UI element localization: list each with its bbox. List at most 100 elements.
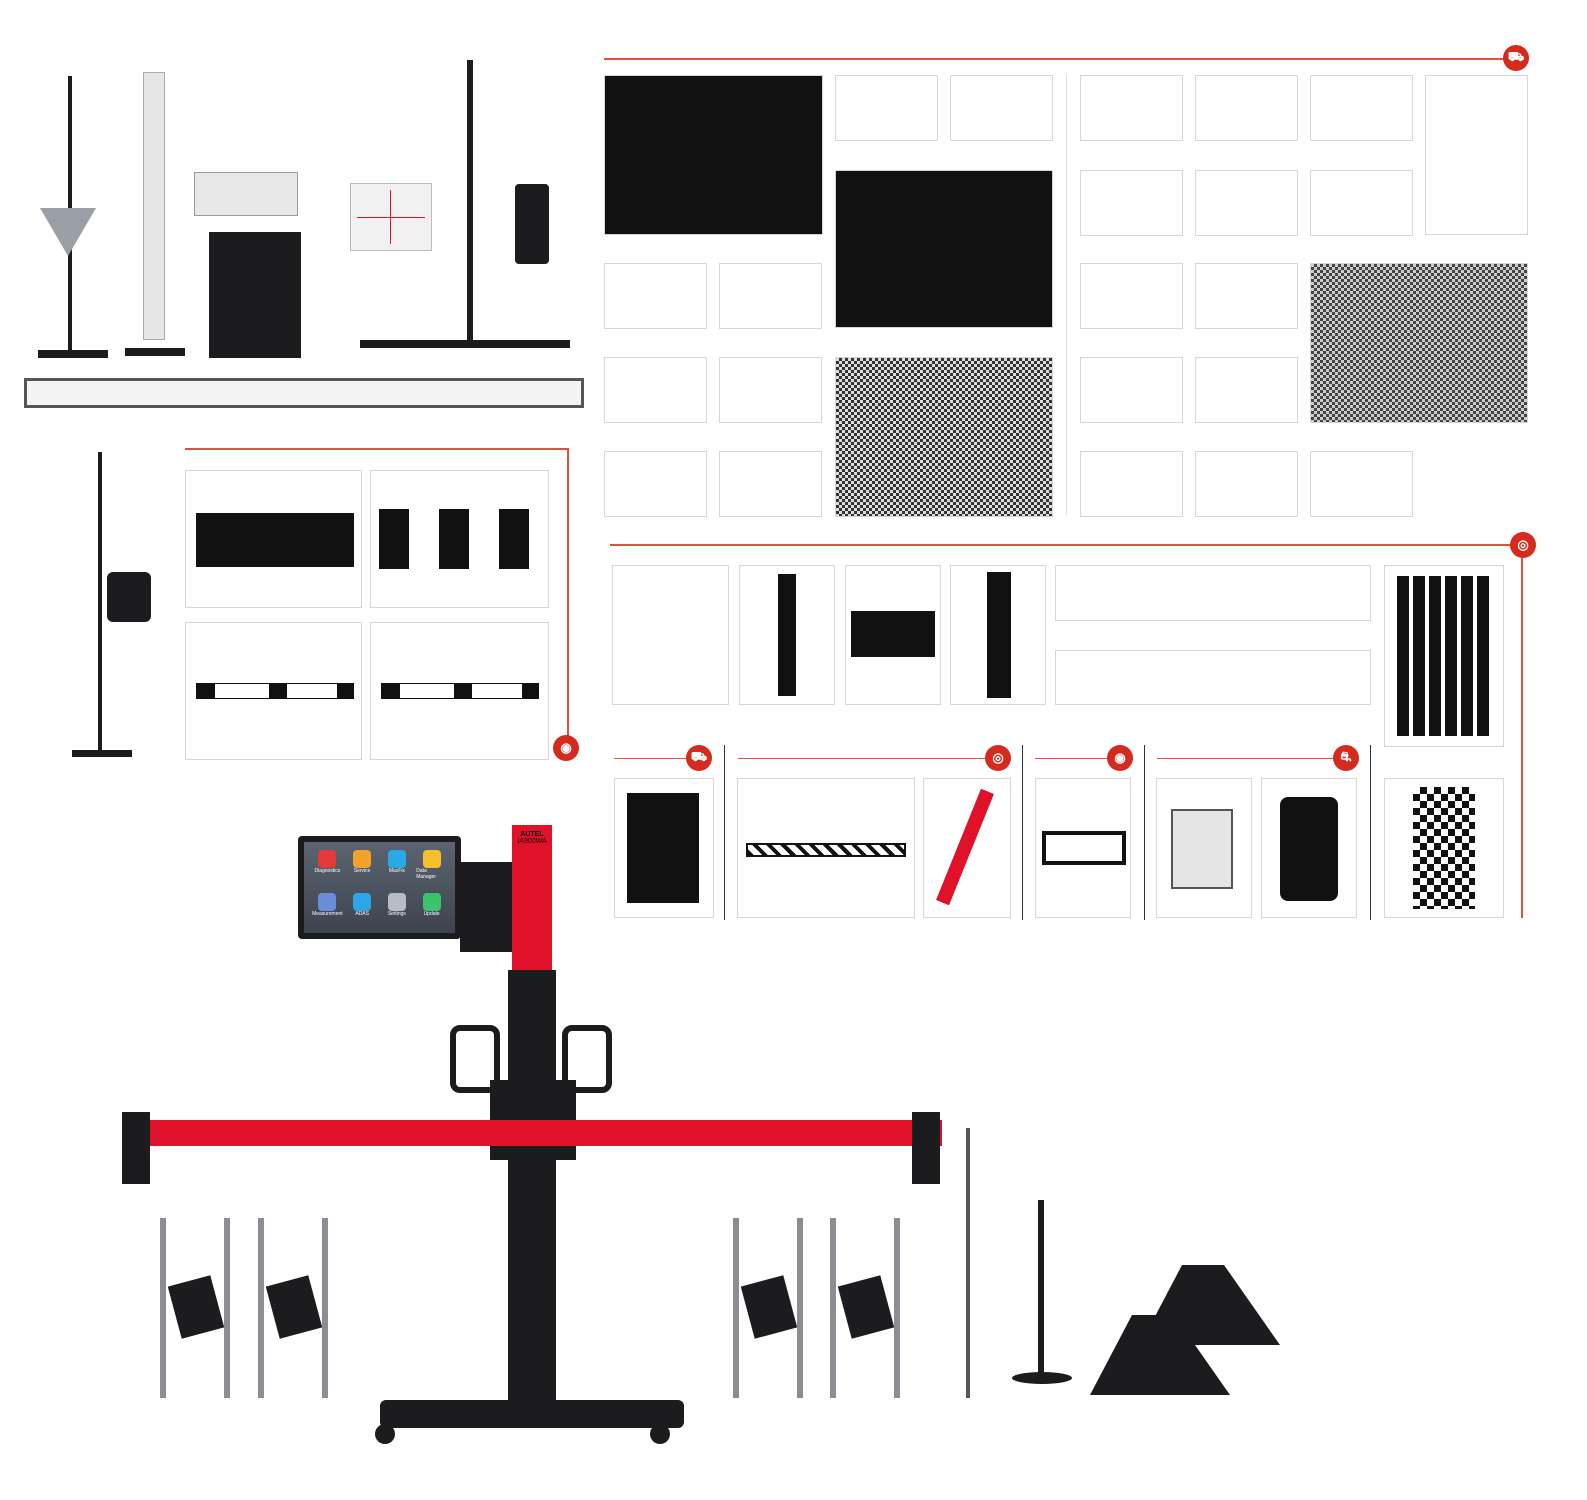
target-card[interactable] xyxy=(370,622,549,760)
target-card-bars[interactable] xyxy=(1055,565,1371,621)
target-card[interactable] xyxy=(845,565,941,705)
target-card[interactable] xyxy=(1261,778,1357,918)
divider xyxy=(1022,745,1023,920)
target-card[interactable] xyxy=(185,622,362,760)
divider xyxy=(1370,745,1371,920)
target-card[interactable] xyxy=(370,470,549,608)
target-card[interactable] xyxy=(1310,170,1413,236)
caster-wheel xyxy=(650,1424,670,1444)
target-card[interactable] xyxy=(719,263,822,329)
target-card[interactable] xyxy=(604,357,707,423)
target-card[interactable] xyxy=(923,778,1011,918)
target-card[interactable] xyxy=(1080,263,1183,329)
main-column xyxy=(508,970,556,1410)
target-card[interactable] xyxy=(1195,263,1298,329)
app-icon xyxy=(353,850,372,868)
stand-base xyxy=(38,350,108,358)
tablet-app-measurement[interactable]: Measurement xyxy=(312,892,343,926)
target-card[interactable] xyxy=(719,451,822,517)
brake-pedal-depressor xyxy=(966,1128,970,1398)
target-card[interactable] xyxy=(835,75,938,141)
target-card-noise-pattern[interactable] xyxy=(835,357,1053,517)
floor-mat xyxy=(24,378,584,408)
target-card[interactable] xyxy=(1310,75,1413,141)
camera-target-head xyxy=(107,572,151,622)
vertical-lidar-target xyxy=(143,72,165,340)
target-card[interactable] xyxy=(614,778,714,918)
wheel-clamp xyxy=(830,1218,900,1398)
app-icon xyxy=(422,892,441,911)
tablet-app-update[interactable]: Update xyxy=(416,892,447,926)
section-line xyxy=(610,544,1520,546)
target-card-dot-matrix[interactable] xyxy=(604,75,823,235)
crossbar-end-right xyxy=(912,1112,940,1184)
target-card[interactable] xyxy=(1080,170,1183,236)
frame-base xyxy=(380,1400,684,1428)
app-label: Data Manager xyxy=(416,868,436,880)
target-card[interactable] xyxy=(1384,778,1504,918)
radar-car-icon: ◎ xyxy=(985,745,1011,771)
target-card-dot-board[interactable] xyxy=(835,170,1053,328)
crosshair-h xyxy=(357,217,425,218)
wheel-clamp xyxy=(733,1218,803,1398)
radar-icon: ◎ xyxy=(1510,532,1536,558)
target-card[interactable] xyxy=(739,565,835,705)
calibration-stand-pole xyxy=(467,60,473,340)
app-icon xyxy=(387,892,406,911)
target-card[interactable] xyxy=(1080,75,1183,141)
equipment-set-top-left xyxy=(20,60,590,420)
section-line xyxy=(1521,558,1523,918)
black-reflector-board xyxy=(209,232,301,358)
tablet-app-service[interactable]: Service xyxy=(347,850,378,889)
target-card[interactable] xyxy=(1384,565,1504,747)
target-card[interactable] xyxy=(1195,451,1298,517)
target-card[interactable] xyxy=(604,263,707,329)
target-card[interactable] xyxy=(612,565,729,705)
app-icon xyxy=(422,850,441,868)
app-label: MaxFix xyxy=(388,868,405,874)
target-card[interactable] xyxy=(604,451,707,517)
target-card-noise-pattern[interactable] xyxy=(1310,263,1528,423)
target-card[interactable] xyxy=(1195,357,1298,423)
target-card[interactable] xyxy=(1425,75,1528,235)
app-icon xyxy=(387,850,406,868)
target-card[interactable] xyxy=(1310,451,1413,517)
tablet-app-settings[interactable]: Settings xyxy=(382,892,413,926)
radar-reflector-box xyxy=(515,184,549,264)
target-card[interactable] xyxy=(719,357,822,423)
app-label: Diagnostics xyxy=(314,868,341,874)
handle-left[interactable] xyxy=(450,1025,500,1093)
target-card[interactable] xyxy=(1035,778,1131,918)
target-card[interactable] xyxy=(1156,778,1252,918)
tablet-app-diagnostics[interactable]: Diagnostics xyxy=(312,850,343,889)
section-line xyxy=(614,758,699,759)
target-card[interactable] xyxy=(1195,75,1298,141)
app-label: ADAS xyxy=(355,910,369,917)
wheel-clamp xyxy=(258,1218,328,1398)
car-front-icon: ⛟ xyxy=(1503,45,1529,71)
target-card[interactable] xyxy=(1080,451,1183,517)
target-card[interactable] xyxy=(950,565,1046,705)
lane-car-icon: ⛐ xyxy=(1333,745,1359,771)
tablet-app-data-manager[interactable]: Data Manager xyxy=(416,850,447,889)
target-card[interactable] xyxy=(737,778,915,918)
section-line xyxy=(1035,758,1120,759)
upper-column: AUTEL IA900WA xyxy=(512,825,552,975)
tablet-app-adas[interactable]: ADAS xyxy=(347,892,378,926)
tablet-app-maxfix[interactable]: MaxFix xyxy=(382,850,413,889)
target-card[interactable] xyxy=(1195,170,1298,236)
target-card-bars[interactable] xyxy=(1055,650,1371,705)
wheel-clamp xyxy=(160,1218,230,1398)
handle-right[interactable] xyxy=(562,1025,612,1093)
target-card[interactable] xyxy=(950,75,1053,141)
app-label: Settings xyxy=(387,910,406,917)
divider xyxy=(1144,745,1145,920)
crossbar xyxy=(124,1120,942,1146)
target-card[interactable] xyxy=(1080,357,1183,423)
target-card[interactable] xyxy=(185,470,362,608)
360-camera-icon: ◉ xyxy=(553,735,579,761)
steering-wheel-holder xyxy=(1038,1200,1044,1376)
car-front-icon: ⛟ xyxy=(686,745,712,771)
